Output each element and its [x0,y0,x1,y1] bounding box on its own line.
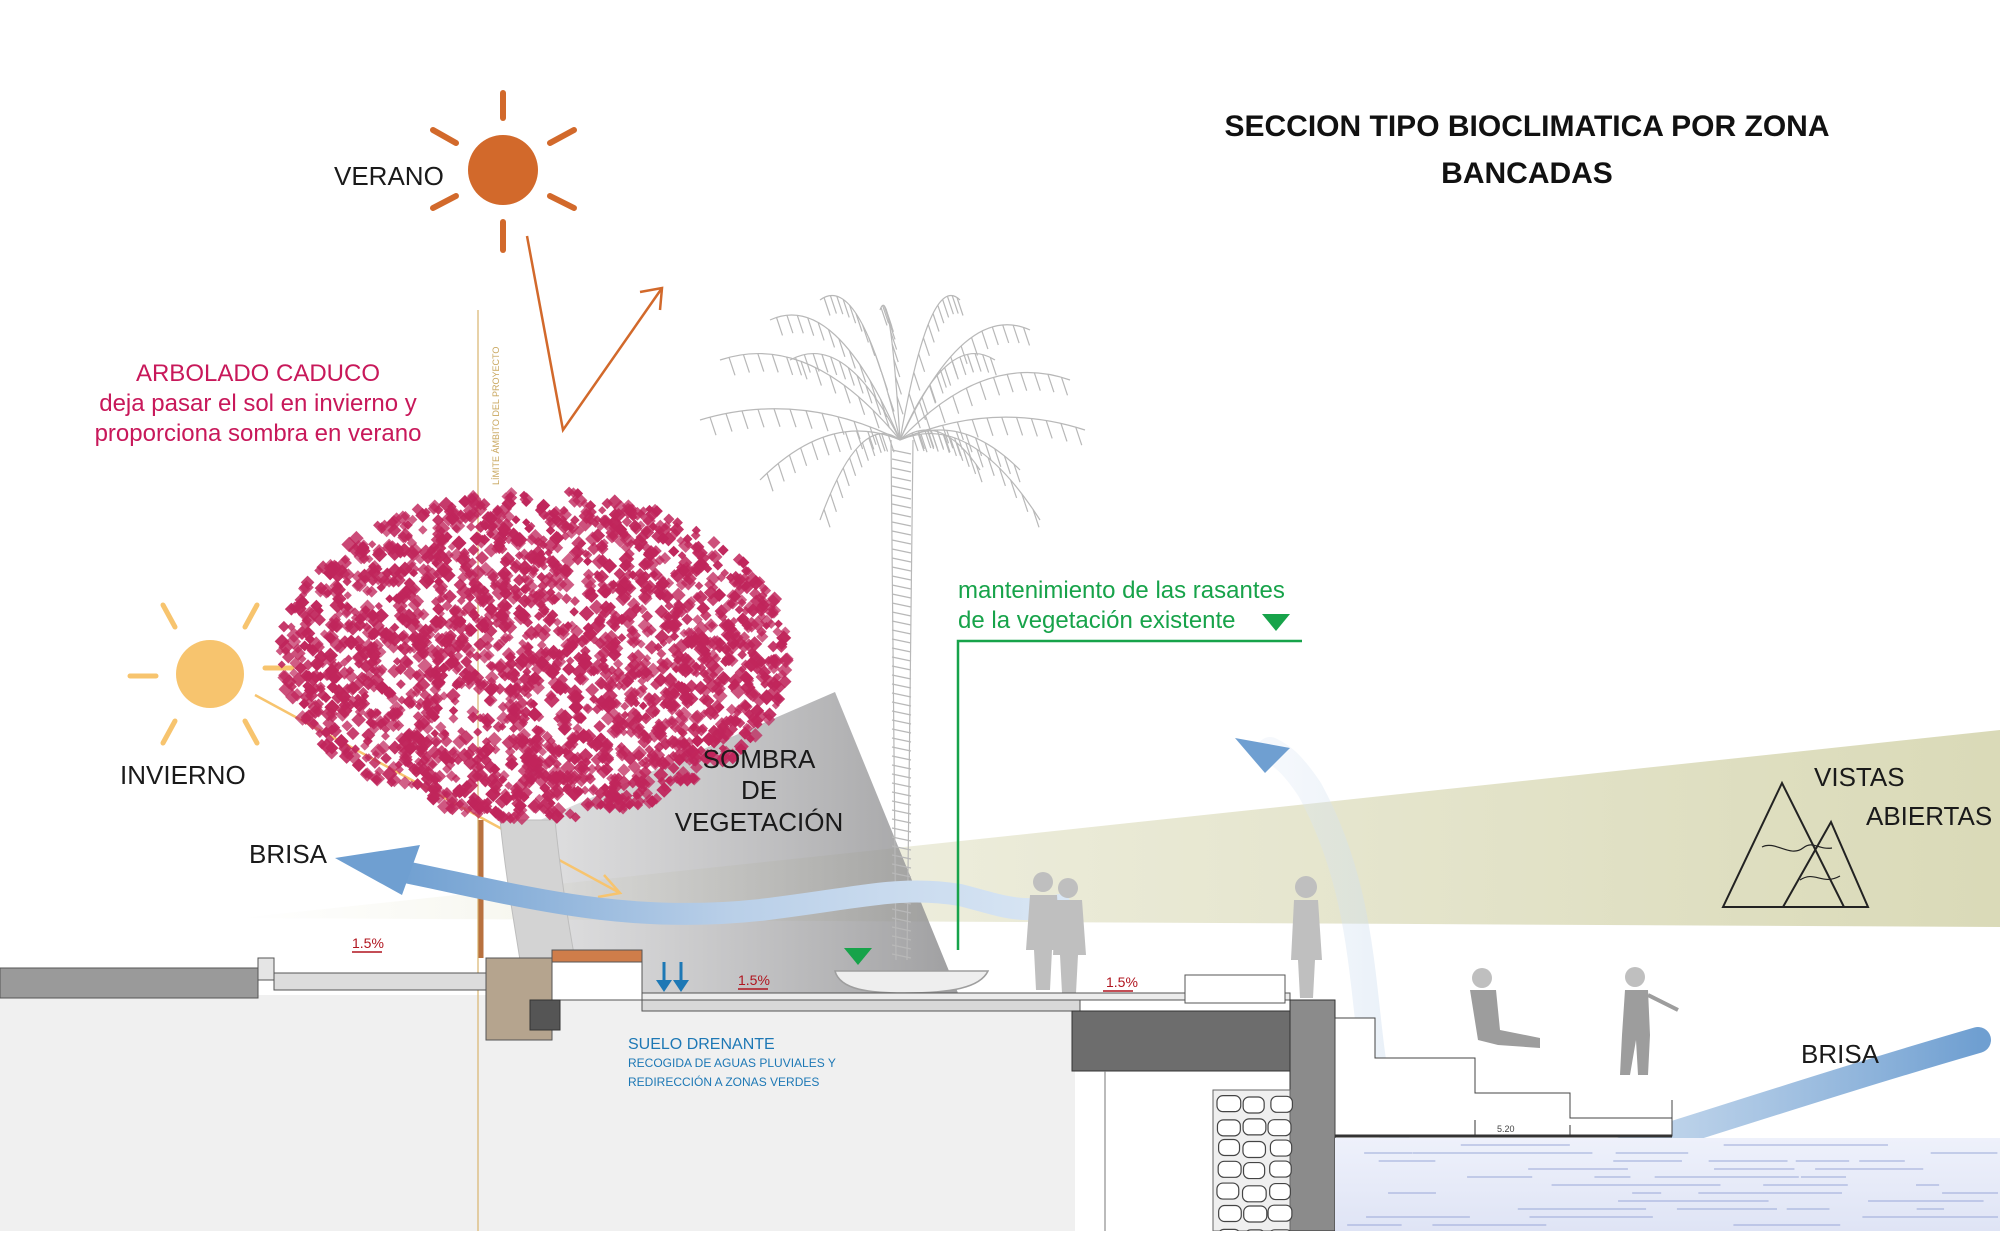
vistas-line-1: VISTAS [1814,762,1905,792]
summer-sun-icon [430,90,577,253]
rasantes-line-2: de la vegetación existente [958,607,1236,634]
suelo-line-2: REDIRECCIÓN A ZONAS VERDES [628,1075,820,1089]
slope-label-2: 1.5% [738,972,770,988]
rasantes-line-1: mantenimiento de las rasantes [958,577,1285,604]
grade-marker [844,614,1302,965]
arbolado-line-2: proporciona sombra en verano [94,420,422,447]
palm-tree [699,294,1086,961]
summer-ray-arrow [525,235,664,434]
slope-label-1: 1.5% [352,935,384,951]
breeze-left-arrow [335,845,1071,925]
slope-label-3: 1.5% [1106,974,1138,990]
sombra-line-3: VEGETACIÓN [674,807,844,837]
project-limit-label: LÍMITE ÁMBITO DEL PROYECTO [491,346,501,485]
pavement-section [0,949,1673,1236]
arbolado-title: ARBOLADO CADUCO [135,360,381,387]
sombra-line-1: SOMBRA [702,744,816,774]
invierno-label: INVIERNO [120,760,246,790]
people-silhouettes [1026,872,1679,1075]
suelo-title: SUELO DRENANTE [628,1036,775,1053]
title-line-1: SECCION TIPO BIOCLIMATICA POR ZONA [1224,110,1830,143]
suelo-line-1: RECOGIDA DE AGUAS PLUVIALES Y [628,1056,836,1070]
brisa-left-label: BRISA [249,839,328,869]
slope-arrows [352,951,1133,992]
dimension-label: 5.20 [1497,1124,1515,1134]
water-lines [1347,1144,1998,1226]
tree-foliage [274,486,794,826]
arbolado-line-1: deja pasar el sol en invierno y [99,390,417,417]
vistas-line-2: ABIERTAS [1866,801,1993,831]
title-line-2: BANCADAS [1441,157,1613,190]
verano-label: VERANO [334,161,444,191]
ground-mass [0,995,1075,1231]
winter-sun-icon [127,602,295,746]
mountains-icon [1721,780,1870,908]
sombra-line-2: DE [740,775,778,805]
brisa-right-label: BRISA [1801,1039,1880,1069]
drain-arrows-icon [656,962,689,992]
